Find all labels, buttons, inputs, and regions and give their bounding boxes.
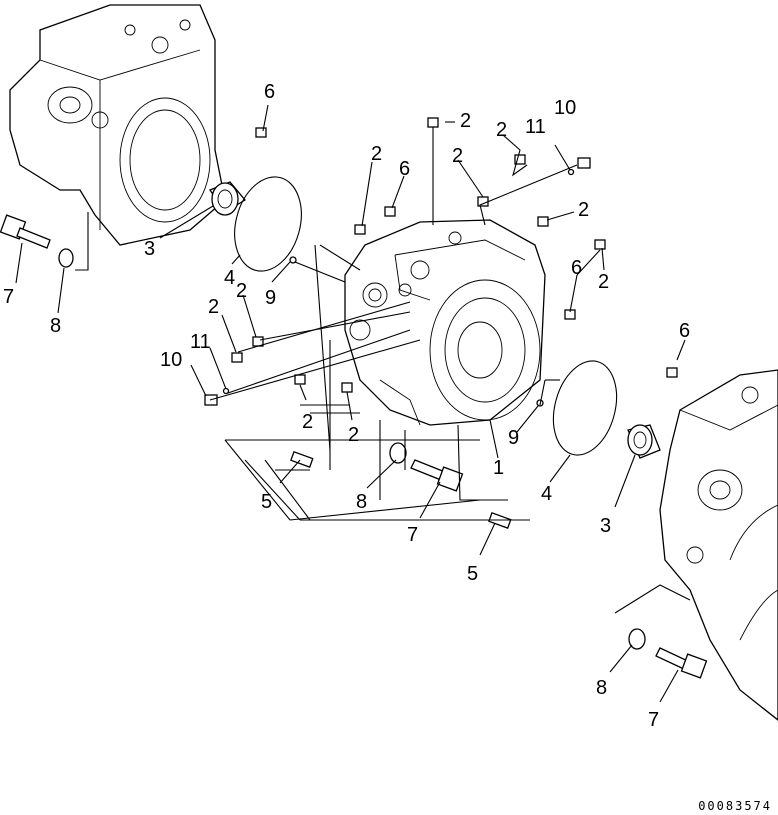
callout-labels: 6 3 4 7 8 9 2 2 2 6 2 2 11 10 2 6 2 10 1… [3, 81, 690, 731]
callout-4: 4 [224, 267, 235, 289]
washer-center [389, 442, 407, 464]
callout-5: 5 [261, 491, 272, 513]
callout-7: 7 [648, 709, 659, 731]
callout-6: 6 [571, 257, 582, 279]
callout-1: 1 [493, 457, 504, 479]
callout-5: 5 [467, 563, 478, 585]
leader-lines [15, 104, 691, 703]
callout-2: 2 [496, 119, 507, 141]
callout-2: 2 [236, 280, 247, 302]
pump-housing-lower-right [659, 369, 778, 721]
callout-2: 2 [348, 424, 359, 446]
callout-6: 6 [399, 158, 410, 180]
o-ring-right [552, 360, 618, 456]
callout-10: 10 [554, 97, 576, 119]
bearing-left [209, 181, 246, 216]
bolt-left [0, 214, 51, 249]
o-ring-left [234, 176, 302, 272]
callout-11: 11 [525, 116, 546, 138]
callout-6: 6 [264, 81, 275, 103]
document-number: 00083574 [698, 799, 772, 813]
callout-8: 8 [356, 491, 367, 513]
callout-3: 3 [600, 515, 611, 537]
callout-10: 10 [160, 349, 182, 371]
bolt-lower-right [655, 647, 708, 679]
callout-3: 3 [144, 238, 155, 260]
pump-housing-center [344, 219, 546, 426]
washer-lower-right [628, 628, 646, 650]
callout-11: 11 [190, 331, 211, 353]
callout-7: 7 [407, 524, 418, 546]
pump-housing-upper-left [9, 4, 226, 246]
callout-4: 4 [541, 483, 552, 505]
bearing-right [627, 424, 661, 459]
callout-8: 8 [50, 315, 61, 337]
pin-left [290, 450, 314, 468]
callout-2: 2 [452, 145, 463, 167]
callout-2: 2 [460, 110, 471, 132]
washer-left [58, 248, 74, 268]
callout-2: 2 [371, 143, 382, 165]
callout-2: 2 [598, 271, 609, 293]
callout-6: 6 [679, 320, 690, 342]
callout-9: 9 [265, 287, 276, 309]
callout-8: 8 [596, 677, 607, 699]
callout-2: 2 [578, 199, 589, 221]
callout-2: 2 [302, 411, 313, 433]
callout-7: 7 [3, 286, 14, 308]
callout-9: 9 [508, 427, 519, 449]
bolt-center [410, 459, 464, 492]
callout-2: 2 [208, 296, 219, 318]
